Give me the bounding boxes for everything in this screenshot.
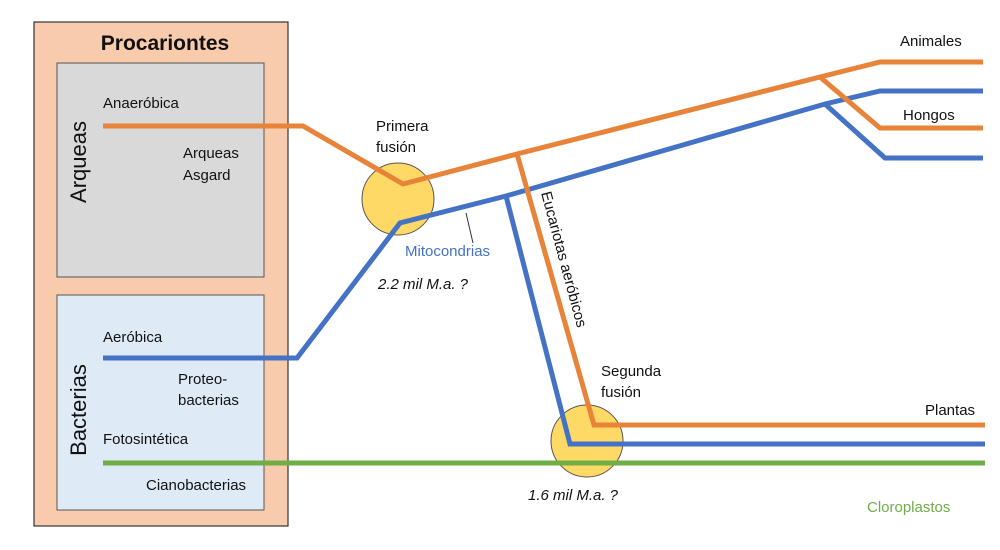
blue-plant-branch xyxy=(503,195,985,447)
proteo-line2: bacterias xyxy=(178,392,239,409)
anaerobic-label: Anaeróbica xyxy=(103,95,180,112)
first-fusion-line1: Primera xyxy=(376,118,429,135)
second-fusion-line1: Segunda xyxy=(601,363,662,380)
archaea-label: Arqueas xyxy=(66,121,91,203)
aerobic-label: Aeróbica xyxy=(103,329,163,346)
prokaryotes-title: Procariontes xyxy=(101,32,229,55)
first-fusion-date: 2.2 mil M.a. ? xyxy=(377,276,469,293)
second-fusion-date: 1.6 mil M.a. ? xyxy=(528,487,619,504)
asgard-line1: Arqueas xyxy=(183,145,239,162)
proteo-line1: Proteo- xyxy=(178,371,227,388)
plants-label: Plantas xyxy=(925,402,975,419)
asgard-line2: Asgard xyxy=(183,167,231,184)
mitochondria-leader xyxy=(465,212,474,244)
orange-plant-branch xyxy=(514,153,985,428)
fungi-label: Hongos xyxy=(903,107,955,124)
animals-label: Animales xyxy=(900,33,962,50)
photosynthetic-label: Fotosintética xyxy=(103,431,189,448)
archaea-box xyxy=(56,62,265,278)
chloroplasts-label: Cloroplastos xyxy=(867,499,950,516)
mitochondria-label: Mitocondrias xyxy=(405,243,490,260)
second-fusion-line2: fusión xyxy=(601,384,641,401)
first-fusion-line2: fusión xyxy=(376,139,416,156)
bacteria-label: Bacterias xyxy=(66,364,91,456)
bacteria-box xyxy=(56,294,265,511)
orange-fungi-branch xyxy=(818,75,983,131)
cyano-label: Cianobacterias xyxy=(146,477,246,494)
